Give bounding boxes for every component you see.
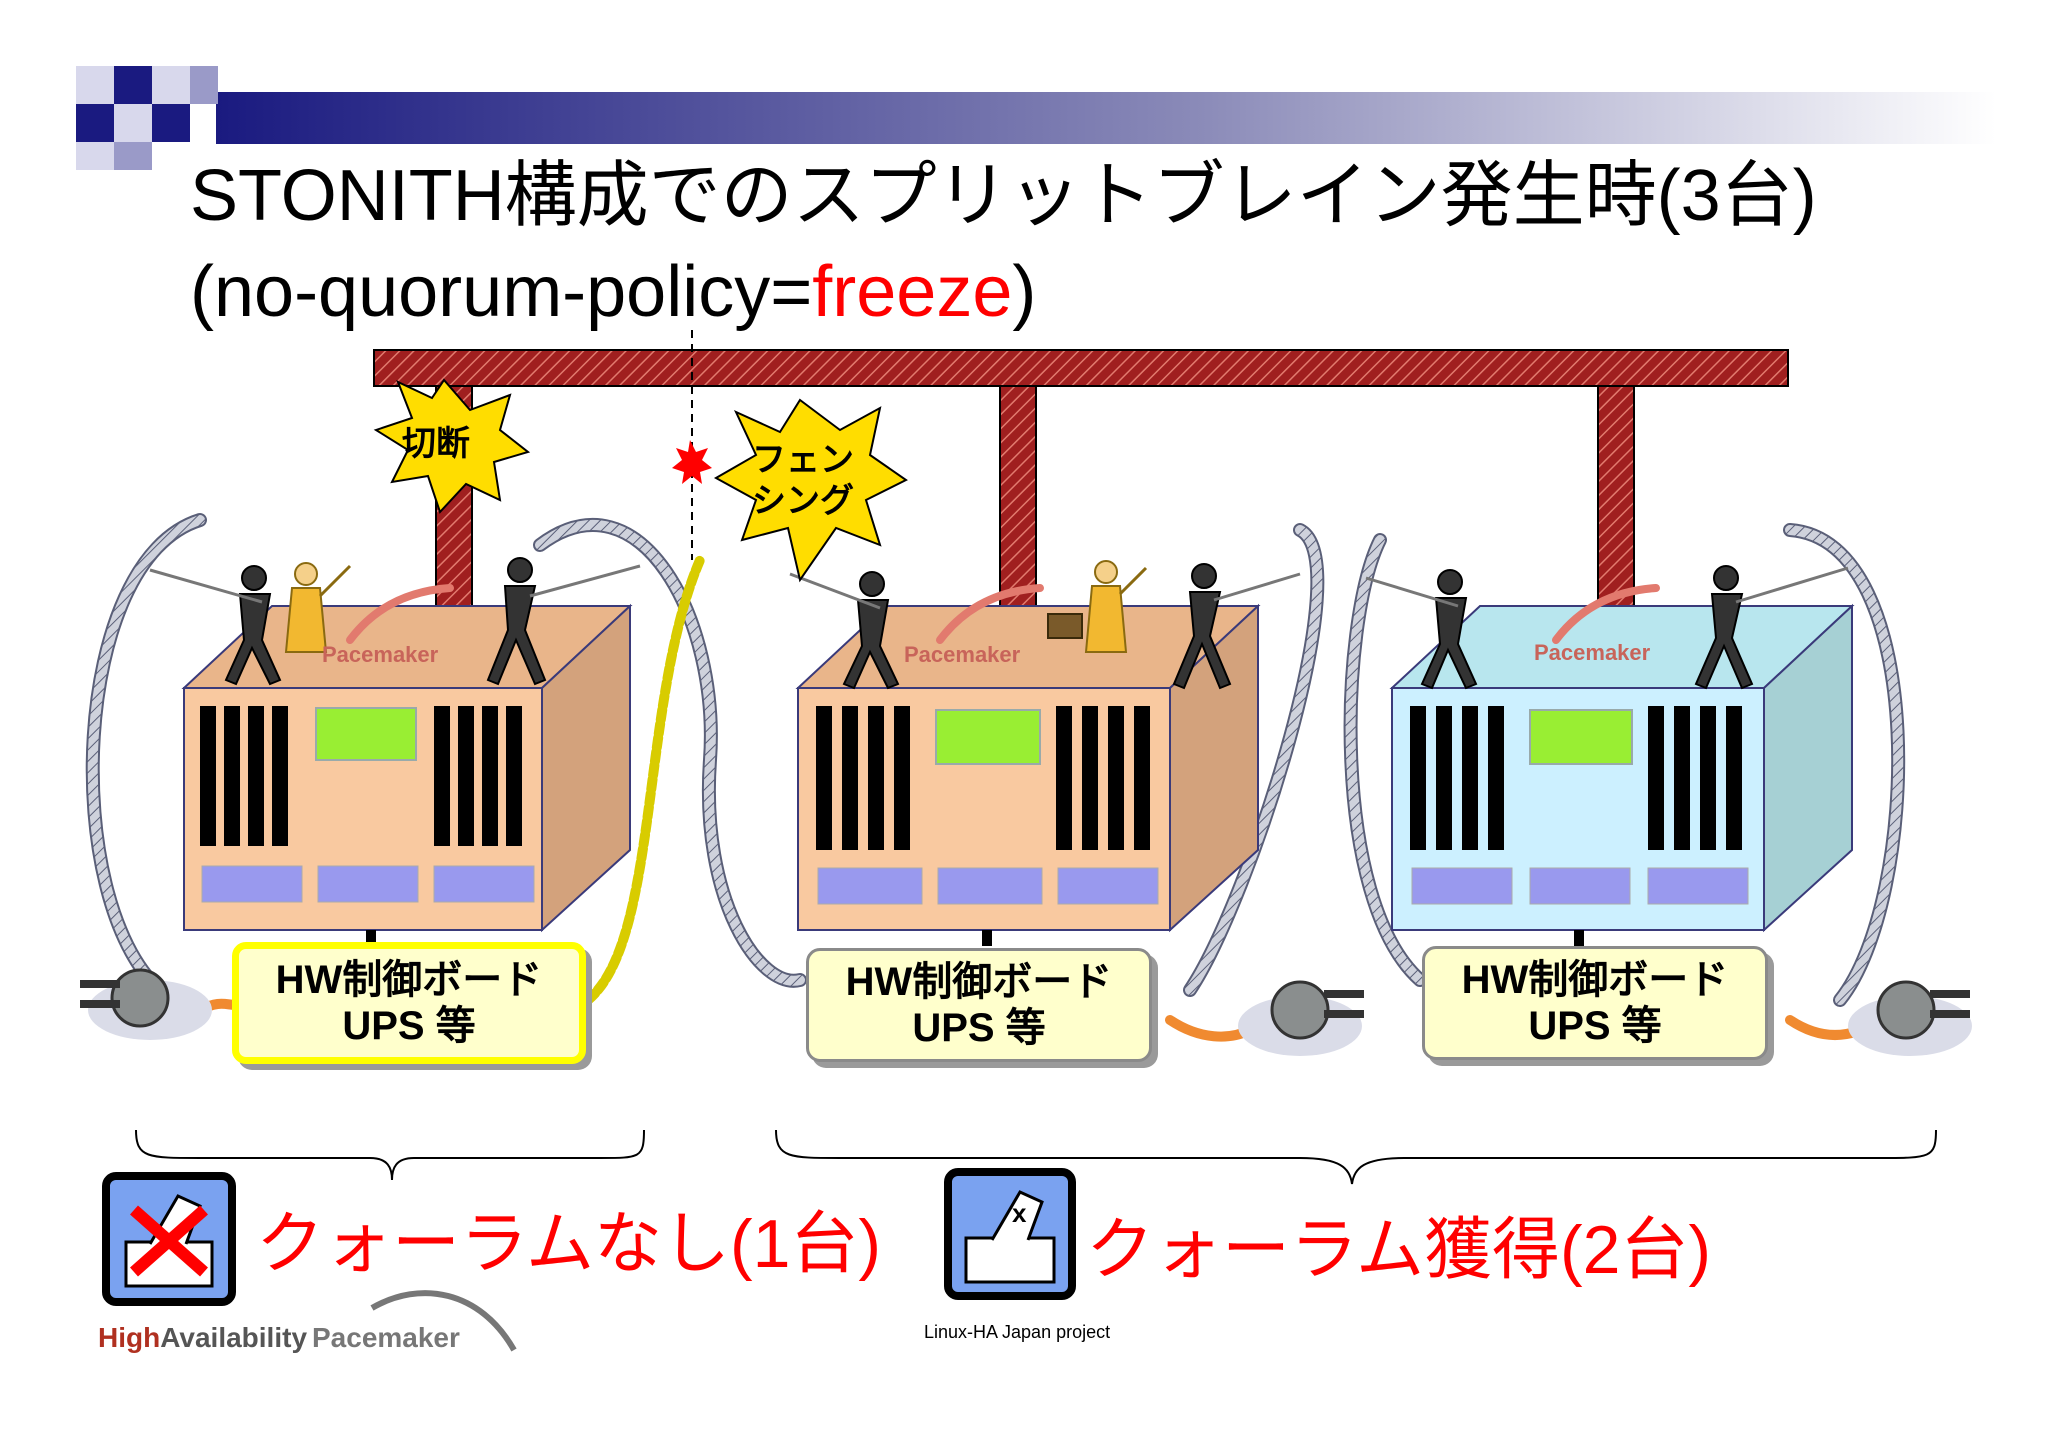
conductor-icon	[284, 562, 352, 653]
hw-control-board-node-1: HW制御ボード UPS 等	[232, 942, 586, 1064]
cables	[85, 513, 1906, 1042]
hw-control-board-node-3: HW制御ボード UPS 等	[1422, 946, 1768, 1060]
fencer-icon	[789, 571, 900, 690]
conductors	[284, 560, 1148, 653]
page-title: STONITH構成でのスプリットブレイン発生時(3台)	[190, 156, 1817, 236]
footer-pacemaker-swoosh	[370, 1290, 517, 1352]
hw-control-board-node-2: HW制御ボード UPS 等	[806, 948, 1152, 1062]
explosion-burst-icon	[713, 398, 908, 583]
quorum-acquired-label: クォーラム獲得(2台)	[1086, 1212, 1712, 1288]
fencer-icon	[1694, 565, 1849, 690]
node-2	[795, 603, 1261, 946]
ballot-box-rejected-icon	[102, 1172, 236, 1306]
node-3	[1389, 603, 1855, 946]
node-1	[181, 603, 633, 946]
drive-bays-left	[816, 706, 910, 850]
fencing-label: フェン シング	[752, 441, 854, 520]
footer-project: Linux-HA Japan project	[924, 1322, 1111, 1342]
drive-bays-right	[434, 706, 522, 846]
ballot-box-accepted-icon: x	[944, 1168, 1076, 1300]
power-plug-icon	[1238, 980, 1364, 1056]
slots	[201, 865, 535, 903]
page-subtitle: (no-quorum-policy=freeze)	[190, 252, 1037, 332]
highavailability-logo: HighAvailability	[98, 1322, 308, 1353]
power-plug-icon	[80, 968, 212, 1040]
fencer-icon	[486, 557, 641, 686]
svg-text:x: x	[1012, 1198, 1027, 1228]
pacemaker-footer-logo: Pacemaker	[312, 1322, 460, 1353]
drive-bays-right	[1056, 706, 1150, 850]
status-panel	[315, 707, 417, 761]
fencer-icon	[149, 565, 282, 686]
spark-icon	[672, 440, 712, 484]
cut-label: 切断	[402, 425, 470, 463]
drive-bays-left	[200, 706, 288, 846]
drive-bays-left	[1410, 706, 1504, 850]
network-bus	[373, 349, 1789, 607]
power-plugs	[80, 968, 1972, 1056]
status-panel	[935, 709, 1041, 765]
status-panel	[1529, 709, 1633, 765]
drive-bays-right	[1648, 706, 1742, 850]
pacemaker-logo-node-1: Pacemaker	[322, 642, 439, 667]
no-quorum-label: クォーラムなし(1台)	[256, 1206, 882, 1282]
slots	[1411, 867, 1749, 905]
fencer-icon	[1172, 563, 1301, 690]
fencer-icon	[1365, 569, 1478, 690]
conductor-icon	[1047, 560, 1148, 653]
header-decoration	[76, 66, 1996, 170]
power-plug-icon	[1848, 980, 1972, 1056]
slots	[817, 867, 1159, 905]
pacemaker-logo-node-3: Pacemaker	[1534, 640, 1651, 665]
group-braces	[135, 1129, 1937, 1185]
fencers	[149, 557, 1849, 690]
explosion-burst-icon	[373, 378, 531, 514]
pacemaker-logo-node-2: Pacemaker	[904, 642, 1021, 667]
pacemaker-swooshes	[346, 584, 1660, 644]
